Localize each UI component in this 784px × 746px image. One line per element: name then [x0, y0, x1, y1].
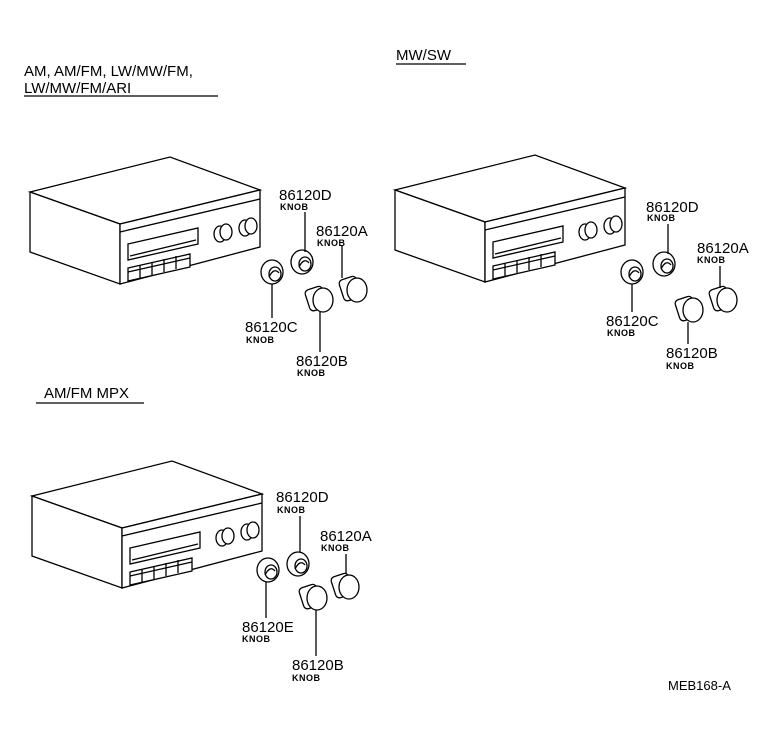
group3-knob-e-part: 86120E	[242, 619, 294, 636]
group2-knob-a	[707, 284, 738, 313]
group3-knob-e	[256, 557, 280, 583]
group1-knob-a-part: 86120A	[316, 223, 368, 240]
group2-knob-d-desc: KNOB	[647, 213, 676, 223]
group1-radio-unit	[29, 156, 261, 285]
group3-knob-d-desc: KNOB	[277, 505, 306, 515]
group2-knob-a-desc: KNOB	[697, 255, 726, 265]
group3-knob-b-part: 86120B	[292, 657, 344, 674]
group2-knob-d	[652, 251, 676, 277]
group1-knob-d-part: 86120D	[279, 187, 332, 204]
group3-knob-d-part: 86120D	[276, 489, 329, 506]
group1-knob-c	[260, 259, 284, 285]
figure-code: MEB168-A	[668, 678, 731, 693]
group3-knob-e-desc: KNOB	[242, 634, 271, 644]
group2-knob-c	[620, 259, 644, 285]
heading-group1-line1: AM, AM/FM, LW/MW/FM,	[24, 63, 193, 80]
group2-radio-unit	[394, 154, 626, 283]
group1-knob-d	[290, 249, 314, 275]
group2-knob-c-part: 86120C	[606, 313, 659, 330]
group3-knob-b-desc: KNOB	[292, 673, 321, 683]
group1-knob-a-desc: KNOB	[317, 238, 346, 248]
group3-knob-a	[329, 571, 360, 600]
group2-knob-b	[673, 294, 704, 323]
heading-group2: MW/SW	[396, 47, 452, 64]
group2-knob-b-part: 86120B	[666, 345, 718, 362]
group2-knob-d-part: 86120D	[646, 199, 699, 216]
group1-knob-c-desc: KNOB	[246, 335, 275, 345]
group3-knob-b	[297, 582, 328, 611]
group2-knob-a-part: 86120A	[697, 240, 749, 257]
heading-group3: AM/FM MPX	[44, 385, 129, 402]
group2-knob-b-desc: KNOB	[666, 361, 695, 371]
group3-knob-a-desc: KNOB	[321, 543, 350, 553]
group3-radio-unit	[31, 460, 263, 589]
group1-knob-d-desc: KNOB	[280, 202, 309, 212]
group1-knob-b-part: 86120B	[296, 353, 348, 370]
group3-knob-d	[286, 551, 310, 577]
group1-knob-b-desc: KNOB	[297, 368, 326, 378]
group1-knob-b	[303, 284, 334, 313]
group1-knob-c-part: 86120C	[245, 319, 298, 336]
group2-knob-c-desc: KNOB	[607, 328, 636, 338]
heading-group1-line2: LW/MW/FM/ARI	[24, 80, 131, 97]
group3-knob-a-part: 86120A	[320, 528, 372, 545]
group1-knob-a	[337, 274, 368, 303]
